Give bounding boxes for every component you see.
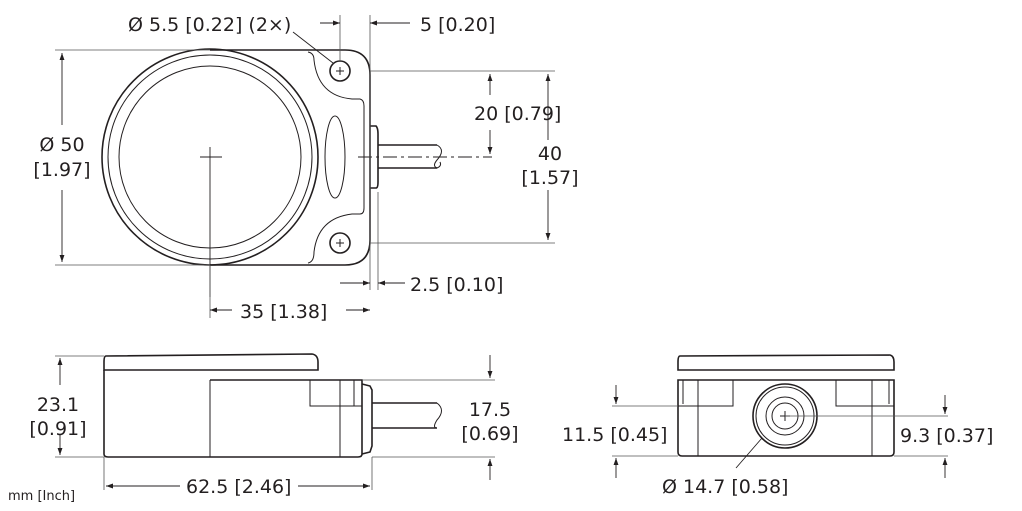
led-window bbox=[324, 115, 346, 199]
front-view: 11.5 [0.45] 9.3 [0.37] Ø 14.7 [0.58] bbox=[562, 354, 993, 498]
units-note: mm [Inch] bbox=[8, 489, 75, 504]
top-view: Ø 5.5 [0.22] (2×) 5 [0.20] Ø 50 [1.97] 2… bbox=[33, 14, 578, 323]
pitch-in-label: [1.57] bbox=[521, 167, 578, 189]
half-pitch-label: 20 [0.79] bbox=[474, 103, 561, 125]
hole-diameter-label: Ø 5.5 [0.22] (2×) bbox=[128, 14, 291, 36]
cable-center-height-label: 9.3 [0.37] bbox=[900, 425, 993, 447]
total-height-mm-label: 23.1 bbox=[37, 394, 79, 416]
body-diameter-mm-label: Ø 50 bbox=[39, 134, 84, 156]
body-diameter-in-label: [1.97] bbox=[33, 159, 90, 181]
body-height-mm-label: 17.5 bbox=[469, 399, 511, 421]
side-view: 23.1 [0.91] 17.5 [0.69] 62.5 [2.46] mm [… bbox=[8, 353, 519, 504]
groove-height-label: 11.5 [0.45] bbox=[562, 424, 667, 446]
body-height-in-label: [0.69] bbox=[461, 423, 518, 445]
connector-diameter-label: Ø 14.7 [0.58] bbox=[662, 476, 788, 498]
mount-hole-top bbox=[329, 60, 351, 82]
total-height-in-label: [0.91] bbox=[29, 418, 86, 440]
hole-offset-label: 5 [0.20] bbox=[420, 14, 495, 36]
mount-hole-bottom bbox=[329, 232, 351, 254]
connector-offset-label: 2.5 [0.10] bbox=[410, 274, 503, 296]
total-length-label: 62.5 [2.46] bbox=[186, 476, 291, 498]
ear-cutout bbox=[307, 51, 365, 264]
housing-outline bbox=[210, 49, 371, 266]
center-to-edge-label: 35 [1.38] bbox=[240, 301, 327, 323]
pitch-mm-label: 40 bbox=[538, 143, 562, 165]
